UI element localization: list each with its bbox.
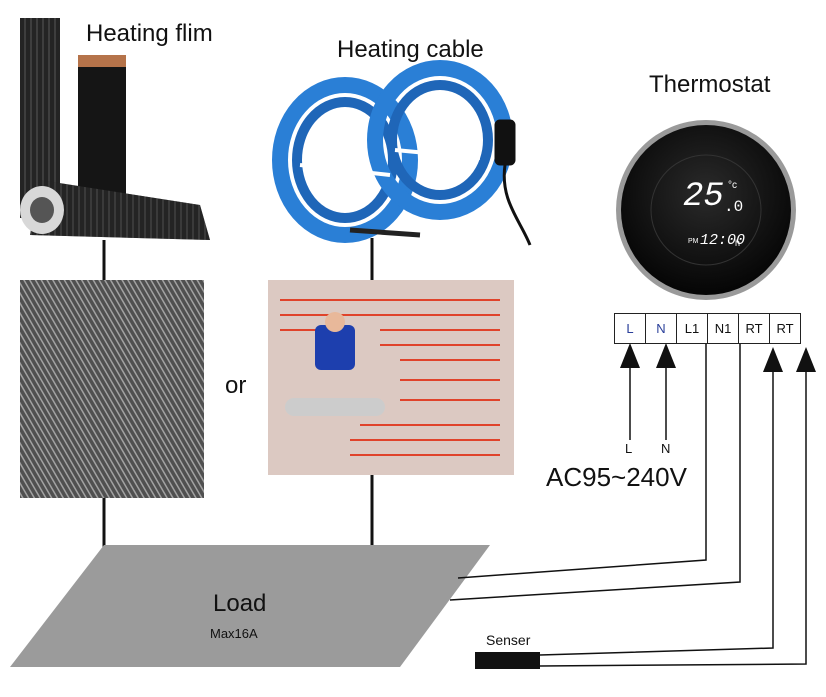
terminal-n: N [646,314,677,343]
terminal-block: L N L1 N1 RT RT [614,313,801,344]
thermostat-time-suffix: h [735,238,741,248]
cable-floor-photo [268,280,514,475]
heating-cable-image [272,60,532,246]
load-label: Load [213,590,267,617]
sensor-label: Senser [486,632,531,648]
or-label: or [225,372,247,399]
heating-film-title: Heating flim [86,20,213,47]
input-n-label: N [661,441,671,456]
wiring-lines [449,343,807,667]
thermostat-temperature: 25 [683,178,724,216]
thermostat-time: 12:00 [700,232,746,249]
thermostat-unit: °c [728,180,737,191]
load-block [10,545,490,667]
terminal-n1: N1 [708,314,739,343]
connector-lines [102,238,374,548]
heating-film-image [20,18,210,240]
terminal-rt-1: RT [739,314,770,343]
terminal-l1: L1 [677,314,708,343]
thermostat-title: Thermostat [649,71,771,98]
thermostat-decimal: .0 [724,198,744,216]
thermostat-image [616,120,796,300]
voltage-label: AC95~240V [546,462,687,492]
thermostat-period: PM [688,238,699,245]
input-arrows [620,343,816,440]
terminal-l: L [615,314,646,343]
terminal-rt-2: RT [776,321,794,336]
input-l-label: L [625,441,633,456]
load-max-label: Max16A [210,626,258,641]
film-floor-photo [20,280,204,498]
heating-cable-title: Heating cable [337,36,484,63]
sensor-probe [475,652,540,669]
